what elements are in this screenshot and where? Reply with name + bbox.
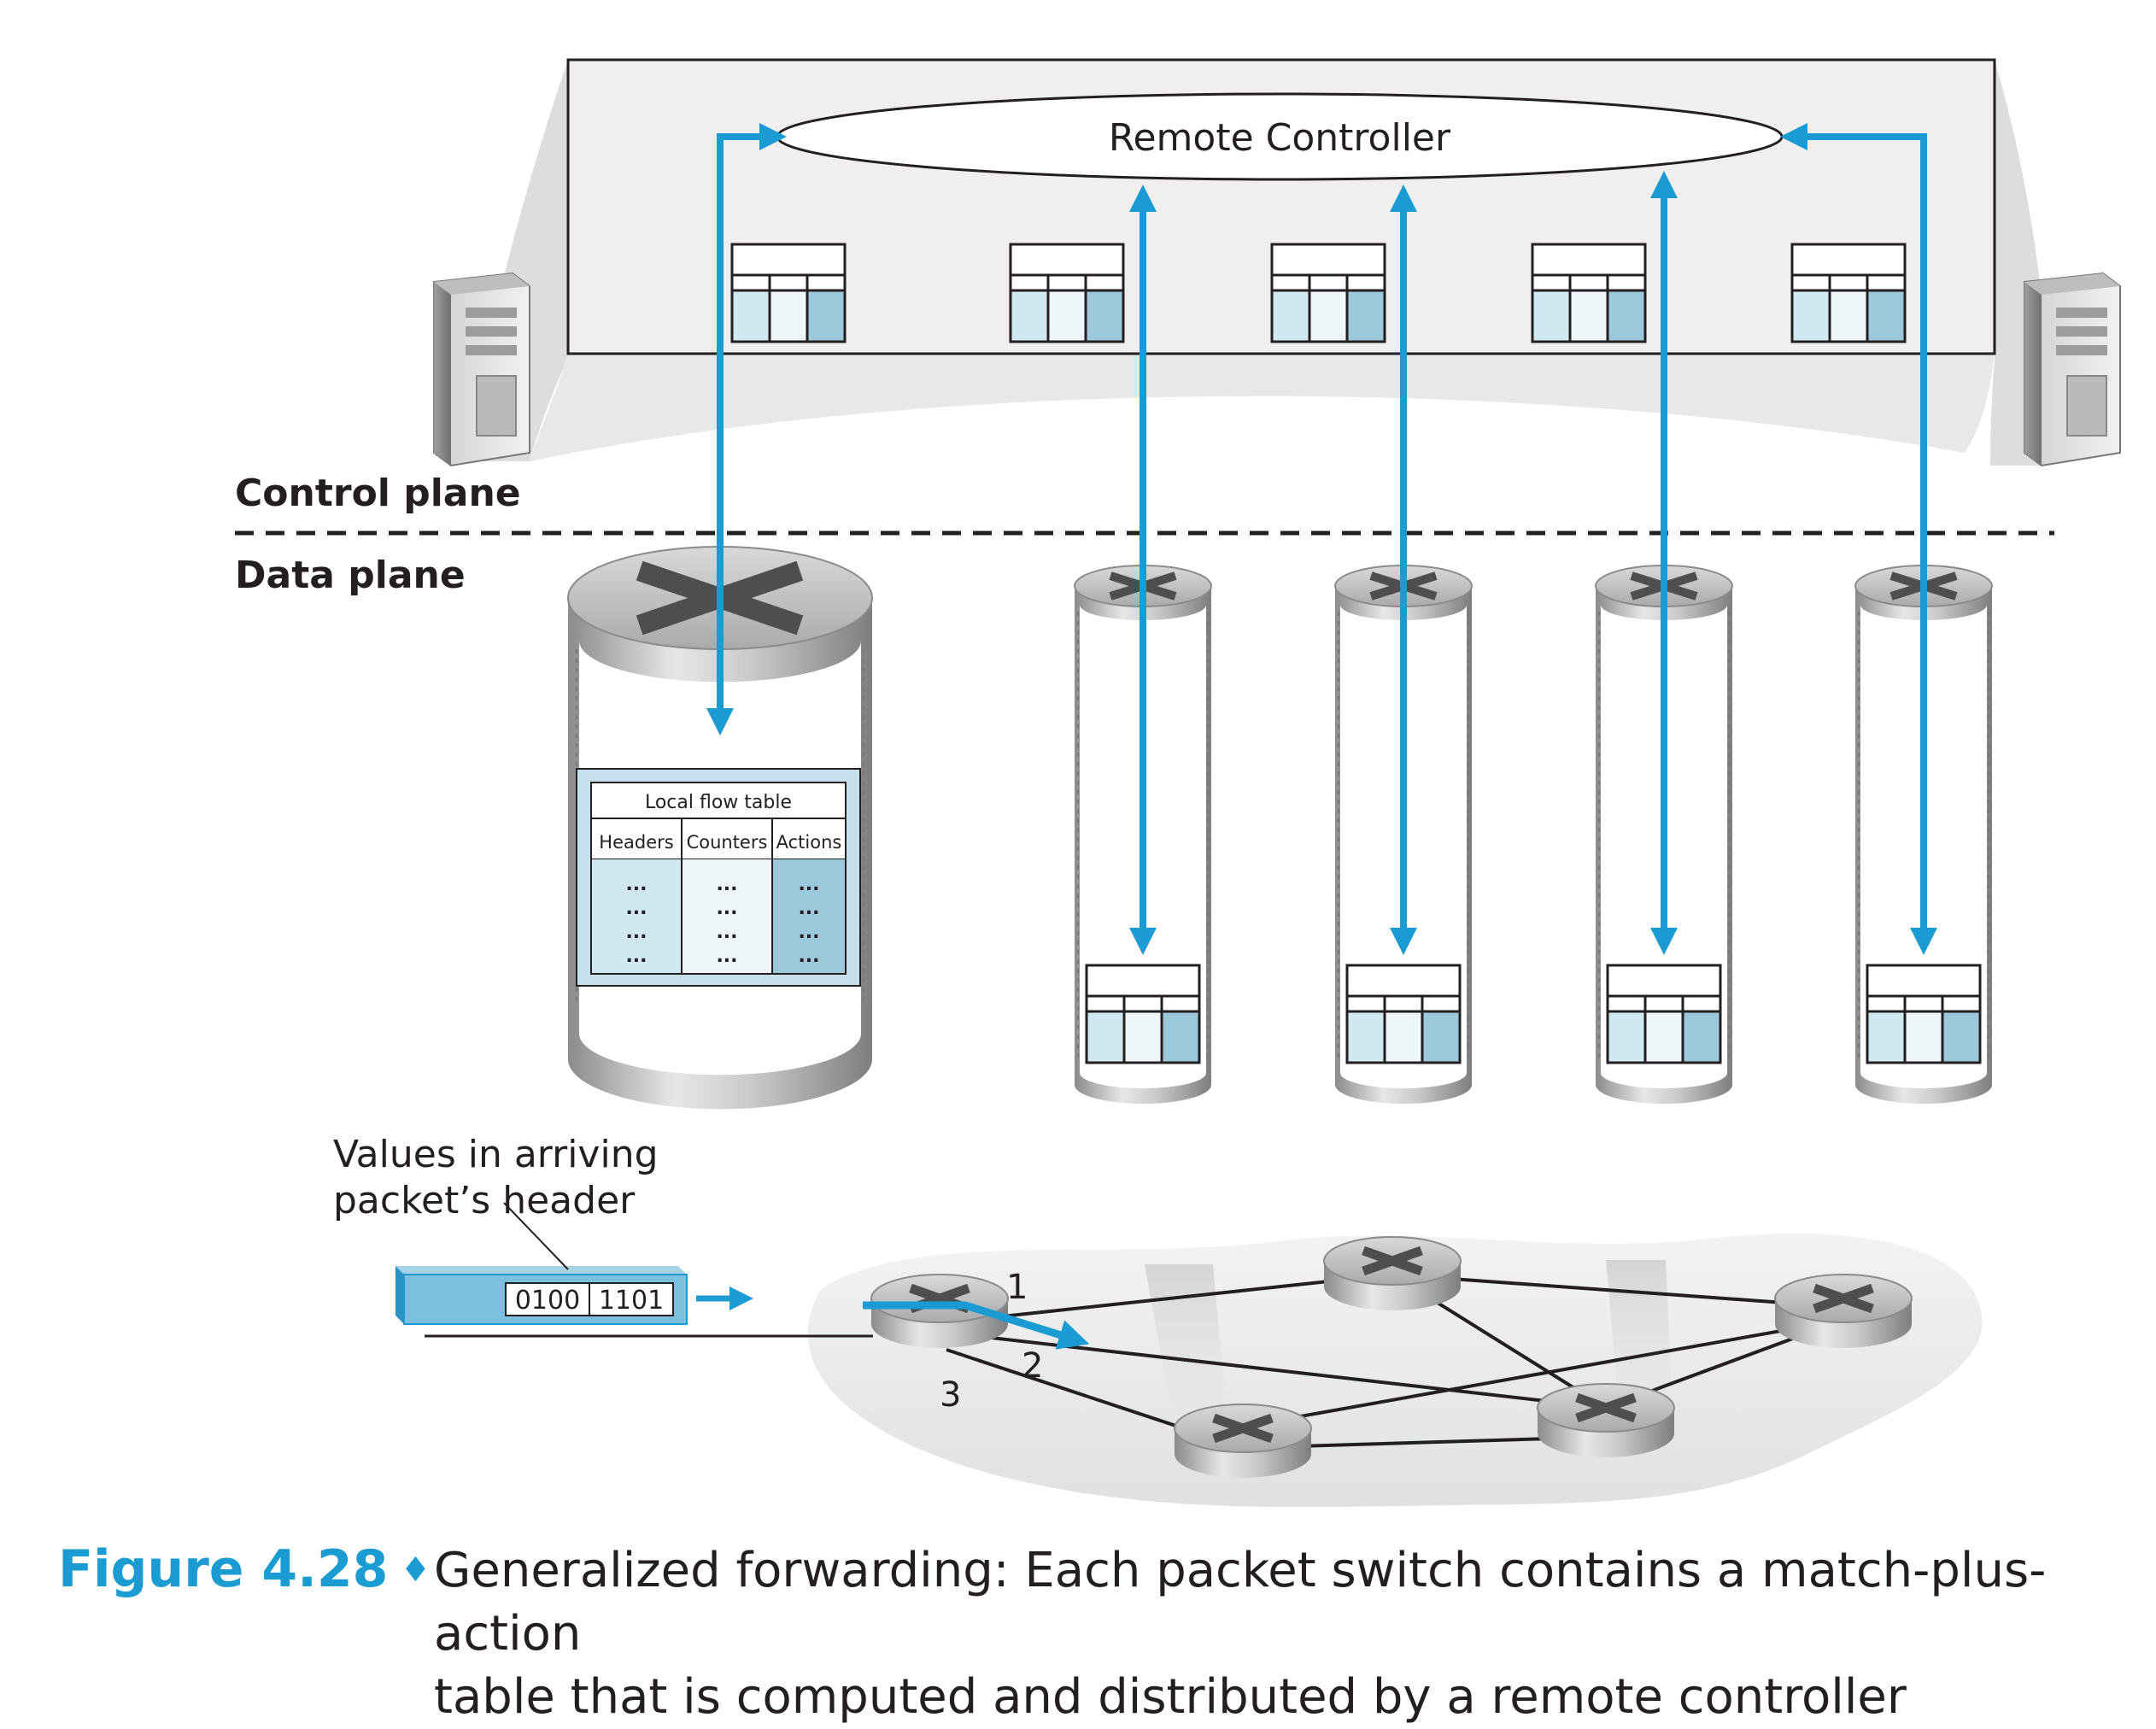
router-x-icon bbox=[1575, 1392, 1637, 1423]
flow-entry-cell: ... bbox=[716, 922, 737, 943]
flow-table-title: Local flow table bbox=[645, 792, 792, 813]
packet-field-1: 0100 bbox=[515, 1286, 580, 1316]
flow-entry-cell: ... bbox=[716, 874, 737, 895]
col-counters: Counters bbox=[687, 832, 768, 853]
router-3 bbox=[1774, 1274, 1913, 1348]
switch-flow-table-4 bbox=[1606, 964, 1722, 1064]
flow-entry-cell: ... bbox=[625, 922, 647, 943]
switch-flow-table-5 bbox=[1866, 964, 1982, 1064]
flow-entry-cell: ... bbox=[798, 946, 819, 967]
router-4 bbox=[1174, 1404, 1312, 1478]
caption-label: Figure 4.28 bbox=[58, 1539, 389, 1599]
port-1-label: 1 bbox=[1006, 1268, 1028, 1307]
arriving-packet: 0100 1101 bbox=[395, 1266, 688, 1325]
flow-entry-cell: ... bbox=[625, 874, 647, 895]
packet-annotation-1: Values in arriving bbox=[333, 1133, 659, 1176]
packet-pointer bbox=[503, 1202, 569, 1270]
router-2 bbox=[1323, 1236, 1462, 1310]
flow-entry-cell: ... bbox=[798, 898, 819, 919]
flow-entry-cell: ... bbox=[716, 946, 737, 967]
network-routers bbox=[870, 1236, 1913, 1478]
port-2-label: 2 bbox=[1022, 1346, 1043, 1386]
router-x-icon bbox=[1362, 1245, 1423, 1276]
flow-entry-cell: ... bbox=[625, 898, 647, 919]
small-switches bbox=[1074, 565, 1993, 1104]
figure-caption: Figure 4.28 ♦ Generalized forwarding: Eac… bbox=[58, 1539, 2125, 1725]
arrow-switch-5 bbox=[1780, 123, 1937, 955]
router-5 bbox=[1537, 1383, 1675, 1457]
switch-flow-table-2 bbox=[1085, 964, 1201, 1064]
col-actions: Actions bbox=[776, 832, 842, 853]
local-flow-table: Local flow table Headers Counters Action… bbox=[576, 768, 861, 987]
router-x-icon bbox=[1212, 1413, 1274, 1444]
flow-table-entries: .................................... bbox=[625, 874, 819, 967]
flow-entry-cell: ... bbox=[716, 898, 737, 919]
controller-table-1 bbox=[730, 243, 847, 343]
panel-underside bbox=[530, 350, 1995, 461]
controller-table-3 bbox=[1270, 243, 1386, 343]
caption-line-2: table that is computed and distributed b… bbox=[434, 1669, 1907, 1725]
flow-entry-cell: ... bbox=[798, 922, 819, 943]
packet-annotation-2: packet’s header bbox=[333, 1179, 636, 1222]
server-tower-right bbox=[2024, 272, 2121, 467]
col-headers: Headers bbox=[599, 832, 673, 853]
remote-controller-label: Remote Controller bbox=[1109, 116, 1451, 160]
forwarding-path-arrow bbox=[863, 1301, 1090, 1350]
flow-entry-cell: ... bbox=[625, 946, 647, 967]
port-3-label: 3 bbox=[940, 1375, 961, 1415]
router-x-icon bbox=[1813, 1283, 1874, 1314]
switch-flow-table-3 bbox=[1345, 964, 1462, 1064]
caption-line-1: Generalized forwarding: Each packet swit… bbox=[434, 1543, 2047, 1662]
packet-switch-4 bbox=[1595, 565, 1733, 1104]
control-arrows bbox=[706, 123, 1937, 955]
data-plane-label: Data plane bbox=[235, 554, 466, 597]
controller-table-2 bbox=[1009, 243, 1125, 343]
flow-entry-cell: ... bbox=[798, 874, 819, 895]
controller-table-4 bbox=[1531, 243, 1647, 343]
control-plane-label: Control plane bbox=[235, 472, 521, 515]
server-tower-left bbox=[433, 272, 530, 467]
arrow-large-switch bbox=[706, 123, 787, 736]
controller-table-5 bbox=[1790, 243, 1907, 343]
packet-field-2: 1101 bbox=[599, 1286, 664, 1316]
caption-diamond-icon: ♦ bbox=[400, 1550, 431, 1590]
